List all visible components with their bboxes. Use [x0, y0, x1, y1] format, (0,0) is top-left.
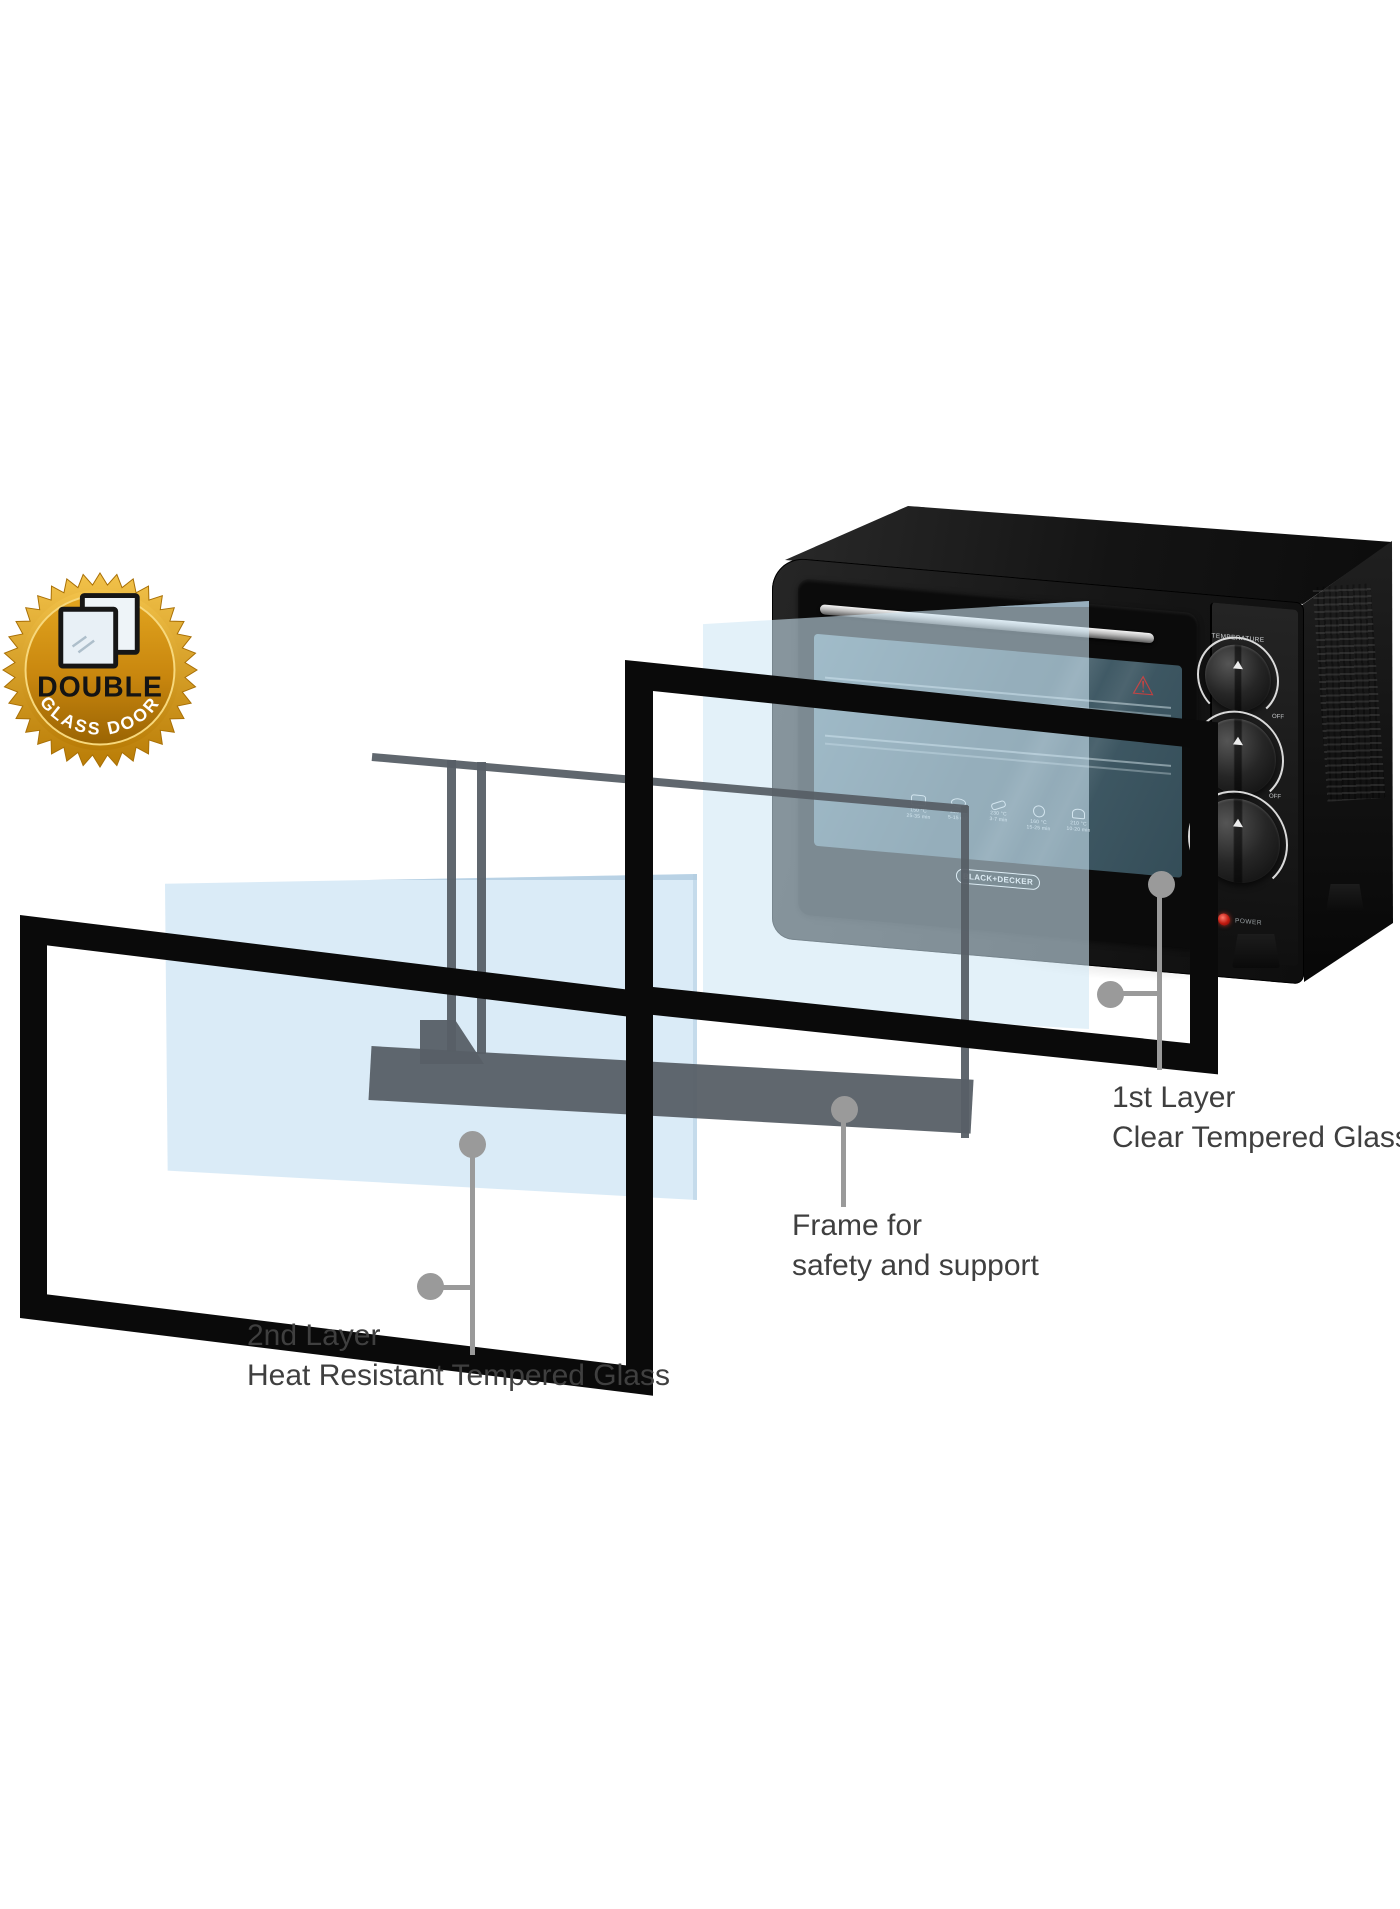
second-layer-label: 2nd Layer Heat Resistant Tempered Glass	[247, 1319, 670, 1392]
support-frame-right-edge	[961, 806, 969, 1138]
callout-dot-first-layer-glass	[1148, 871, 1175, 898]
oven-foot	[1232, 934, 1280, 968]
support-frame-left-post	[477, 762, 486, 1054]
first-layer-label: 1st Layer Clear Tempered Glass	[1112, 1081, 1400, 1154]
callout-dot-support-frame	[831, 1096, 858, 1123]
hot-surface-warning-icon: ⚠	[1131, 669, 1155, 702]
oven-foot	[1326, 884, 1364, 912]
support-frame-left-post	[447, 760, 456, 1052]
callout-line-first-layer-elbow	[1112, 991, 1160, 996]
badge-title: DOUBLE	[37, 671, 163, 703]
callout-dot-second-layer-glass	[459, 1131, 486, 1158]
callout-line-second-layer	[470, 1155, 475, 1355]
callout-dot-first-layer-frame	[1097, 981, 1124, 1008]
callout-line-support-frame	[841, 1119, 846, 1207]
temperature-knob[interactable]	[1205, 641, 1271, 714]
power-indicator-led	[1218, 913, 1230, 927]
first-layer-door-frame	[625, 660, 1218, 1075]
double-glass-panes-icon	[58, 593, 140, 669]
function-knob-off-marking: OFF	[1272, 713, 1284, 721]
double-glass-door-badge: DOUBLE GLASS DOOR	[2, 572, 198, 768]
callout-line-second-layer-elbow	[431, 1285, 473, 1290]
timer-knob-off-marking: OFF	[1269, 793, 1281, 801]
support-frame-label: Frame for safety and support	[792, 1209, 1039, 1282]
first-layer-glass-pane	[703, 601, 1089, 1029]
callout-line-first-layer	[1157, 894, 1162, 1070]
